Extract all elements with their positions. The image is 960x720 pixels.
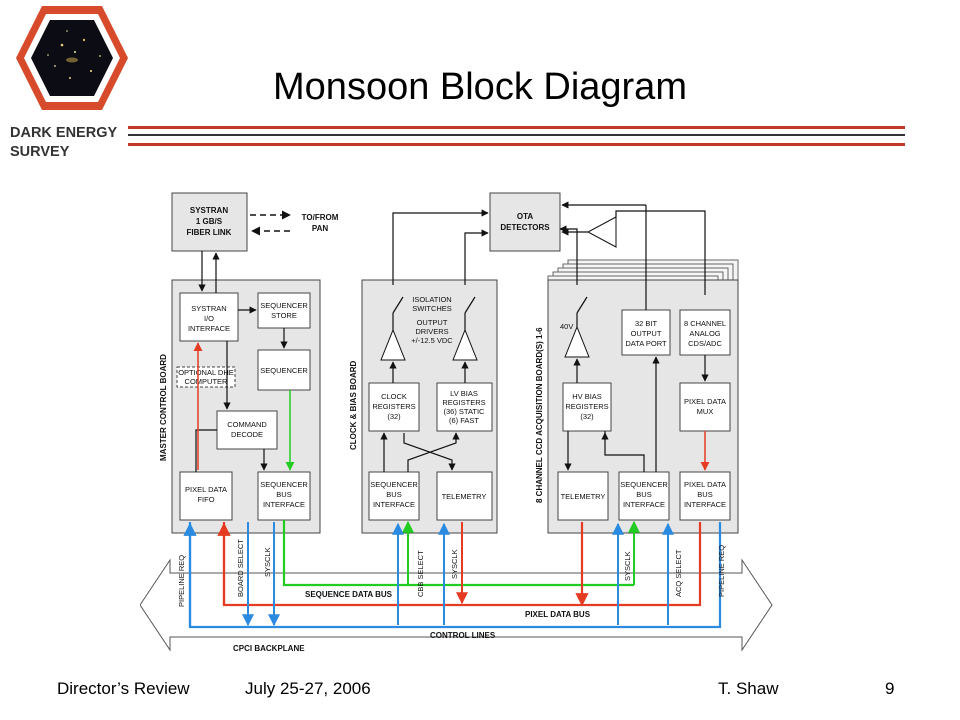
to-from-line1: TO/FROM xyxy=(302,213,339,222)
control-lines-label: CONTROL LINES xyxy=(430,631,496,640)
cpci-backplane-label: CPCI BACKPLANE xyxy=(233,644,305,653)
master-board-label: MASTER CONTROL BOARD xyxy=(159,354,168,461)
footer-event: Director’s Review xyxy=(57,679,190,698)
ota-line2: DETECTORS xyxy=(500,223,550,232)
systran-fiber-link-box xyxy=(171,192,248,252)
footer-page-number: 9 xyxy=(885,679,895,698)
footer-date: July 25-27, 2006 xyxy=(245,679,371,698)
svg-text:40V: 40V xyxy=(560,322,573,331)
svg-text:TELEMETRY: TELEMETRY xyxy=(442,492,487,501)
ccd-telemetry xyxy=(557,471,609,521)
sequence-data-bus-line xyxy=(282,520,584,587)
monsoon-block-diagram: MASTER CONTROL BOARD CLOCK & BIAS BOARD … xyxy=(139,185,780,665)
analog-cds-adc xyxy=(679,309,731,356)
clock-sequencer-bus-interface xyxy=(368,471,420,521)
systran-line3: FIBER LINK xyxy=(187,228,232,237)
clock-board-label: CLOCK & BIAS BOARD xyxy=(349,360,358,450)
ccd-board-label: 8 CHANNEL CCD ACQUISITION BOARD(S) 1-6 xyxy=(535,327,544,503)
optional-dhe-computer xyxy=(176,366,236,388)
svg-text:PIPELINE REQ: PIPELINE REQ xyxy=(177,555,186,607)
clock-output-driver-1 xyxy=(380,328,406,361)
hv-output-driver xyxy=(564,325,590,358)
header-rule-red-2 xyxy=(128,143,905,146)
svg-text:BOARD SELECT: BOARD SELECT xyxy=(236,539,245,597)
svg-text:SYSCLK: SYSCLK xyxy=(450,549,459,579)
pixel-data-fifo xyxy=(179,471,233,521)
svg-text:ACQ SELECT: ACQ SELECT xyxy=(674,549,683,597)
page-title: Monsoon Block Diagram xyxy=(273,66,687,108)
svg-text:PIPELINE REQ: PIPELINE REQ xyxy=(717,545,726,597)
footer-author: T. Shaw xyxy=(718,679,779,698)
sequence-data-bus-label: SEQUENCE DATA BUS xyxy=(305,590,393,599)
command-decode xyxy=(216,410,278,450)
ota-detectors-box xyxy=(489,192,561,252)
clock-telemetry xyxy=(436,471,493,521)
to-from-line2: PAN xyxy=(312,224,329,233)
svg-text:CBB SELECT: CBB SELECT xyxy=(416,550,425,597)
systran-io-interface xyxy=(179,292,239,342)
ccd-sequencer-bus-interface xyxy=(618,471,670,521)
svg-text:TELEMETRY: TELEMETRY xyxy=(561,492,606,501)
svg-text:SYSCLK: SYSCLK xyxy=(623,551,632,581)
master-sequencer-bus-interface xyxy=(257,471,311,521)
svg-text:SEQUENCER: SEQUENCER xyxy=(260,366,308,375)
systran-line2: 1 GB/S xyxy=(196,217,223,226)
clock-output-driver-2 xyxy=(452,328,478,361)
svg-text:SYSCLK: SYSCLK xyxy=(263,547,272,577)
systran-line1: SYSTRAN xyxy=(190,206,228,215)
header-rule-red xyxy=(128,126,905,129)
data-port-32bit xyxy=(621,309,671,356)
logo-text-line1: DARK ENERGY xyxy=(10,125,117,141)
ccd-pixel-data-bus-interface xyxy=(679,471,731,521)
logo-text-line2: SURVEY xyxy=(10,144,70,160)
ota-line1: OTA xyxy=(517,212,534,221)
preamp-triangle xyxy=(586,216,617,248)
hv-bias-registers xyxy=(562,382,612,432)
pixel-data-bus-label: PIXEL DATA BUS xyxy=(525,610,591,619)
lv-bias-registers xyxy=(436,382,493,432)
header-rule-dark xyxy=(128,134,905,136)
des-logo: DARK ENERGY SURVEY xyxy=(0,0,130,165)
clock-registers xyxy=(368,382,420,432)
sequencer xyxy=(257,349,311,391)
